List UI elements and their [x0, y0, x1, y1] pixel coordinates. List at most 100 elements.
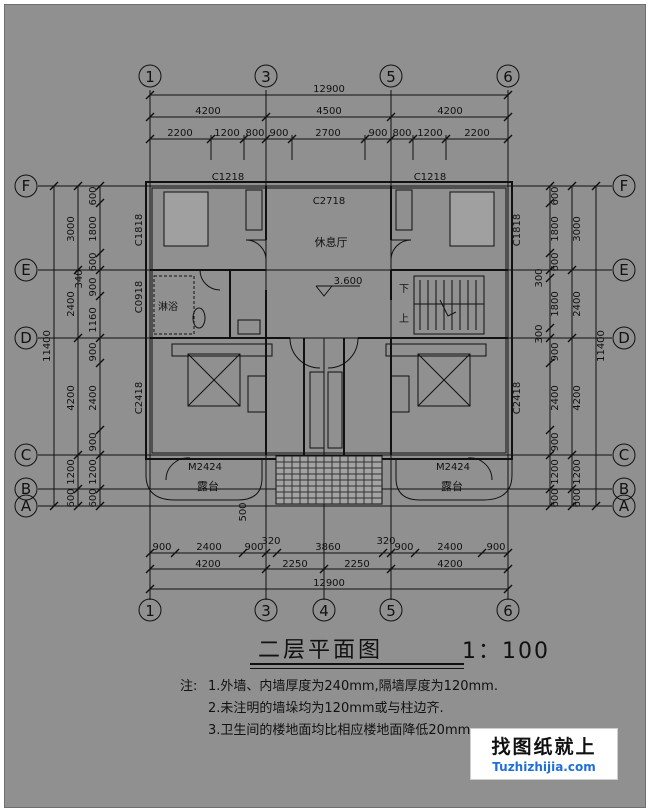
dim-bottom-part-1: 900: [152, 542, 171, 553]
dim-porch-depth: 500: [238, 502, 249, 521]
dim-bottom-part-2: 2400: [196, 542, 221, 553]
window-c1218-right: C1218: [414, 172, 446, 183]
axis-left-f: F: [22, 177, 31, 195]
notes-label: 注:: [180, 679, 198, 694]
dim-right-mid-5: 600: [572, 488, 583, 507]
axis-right-f: F: [620, 177, 629, 195]
door-m2424-right: M2424: [436, 462, 470, 473]
dim-top-bay-1: 4200: [195, 106, 220, 117]
dim-right-inner-2: 1800: [550, 216, 561, 241]
dim-bottom-bay-2: 2250: [282, 559, 307, 570]
dim-left-mid-5: 1200: [66, 459, 77, 484]
dim-bottom-part-6: 320: [376, 536, 395, 547]
dim-left-total: 11400: [42, 330, 53, 362]
window-c1818-left: C1818: [134, 214, 145, 246]
room-bath-label: 淋浴: [158, 300, 178, 313]
dim-left-inner-8: 900: [88, 432, 99, 451]
dim-right-mid-1: 3000: [572, 216, 583, 241]
dim-left-inner-1: 600: [88, 186, 99, 205]
dim-right-inner-5: 1800: [550, 291, 561, 316]
axis-bottom-4: 4: [319, 602, 329, 620]
dim-right-inner-4: 300: [534, 268, 545, 287]
dim-left-inner-6: 900: [88, 342, 99, 361]
dim-left-inner-5: 1160: [88, 307, 99, 332]
watermark-url-text: Tuzhizhijia.com: [492, 760, 596, 774]
axis-right-d: D: [618, 329, 630, 347]
dim-left-inner-4: 900: [88, 277, 99, 296]
dim-left-inner-2: 1800: [88, 216, 99, 241]
dim-top-part-4: 900: [269, 128, 288, 139]
axis-bottom-5: 5: [386, 602, 396, 620]
axis-bottom-6: 6: [503, 602, 513, 620]
drawing-scale: 1：100: [462, 639, 550, 664]
dim-bottom-part-9: 900: [486, 542, 505, 553]
axis-left-d: D: [20, 329, 32, 347]
dim-right-mid-4: 1200: [572, 459, 583, 484]
window-c1818-right: C1818: [512, 214, 523, 246]
dim-right-inner-11: 600: [550, 488, 561, 507]
dim-left-mid-3: 2400: [66, 291, 77, 316]
dim-left-inner-3: 600: [88, 252, 99, 271]
axis-right-b: B: [619, 480, 629, 498]
title-underline-thin: [250, 668, 464, 669]
dim-bottom-bay-1: 4200: [195, 559, 220, 570]
title-underline: [250, 663, 464, 665]
dim-right-inner-9: 900: [550, 432, 561, 451]
axis-top-1: 1: [145, 68, 155, 86]
dim-top-bay-3: 4200: [437, 106, 462, 117]
dim-bottom-bay-3: 2250: [344, 559, 369, 570]
dim-bottom-total: 12900: [313, 578, 345, 589]
dim-right-inner-1: 600: [550, 186, 561, 205]
axis-left-e: E: [21, 261, 30, 279]
window-c2418-right: C2418: [512, 382, 523, 414]
axis-left-c: C: [21, 446, 31, 464]
dim-right-total: 11400: [596, 330, 607, 362]
dim-top-bay-2: 4500: [316, 106, 341, 117]
dim-bottom-part-4: 320: [261, 536, 280, 547]
axis-bottom-1: 1: [145, 602, 155, 620]
dim-top-part-1: 2200: [167, 128, 192, 139]
room-lounge-label: 休息厅: [315, 235, 348, 249]
dim-top-part-2: 1200: [214, 128, 239, 139]
stair-down-label: 下: [399, 284, 409, 295]
stair-up-label: 上: [399, 313, 409, 325]
axis-bottom-3: 3: [261, 602, 271, 620]
elevation-label: 3.600: [334, 276, 363, 287]
door-m2424-left: M2424: [188, 462, 222, 473]
terrace-right-label: 露台: [441, 479, 463, 493]
dim-left-mid-4: 4200: [66, 385, 77, 410]
axis-right-c: C: [619, 446, 629, 464]
dim-left-inner-7: 2400: [88, 385, 99, 410]
dim-top-part-5: 2700: [315, 128, 340, 139]
window-c0918: C0918: [134, 281, 145, 313]
dim-bottom-part-8: 2400: [437, 542, 462, 553]
notes-block: 注:1.外墙、内墙厚度为240mm,隔墙厚度为120mm. 2.未注明的墙垛均为…: [180, 676, 498, 742]
dim-top-part-3: 800: [245, 128, 264, 139]
window-c2418-left: C2418: [134, 382, 145, 414]
dim-right-mid-2: 2400: [572, 291, 583, 316]
window-c2718: C2718: [313, 196, 345, 207]
dim-right-mid-3: 4200: [572, 385, 583, 410]
dim-top-part-7: 800: [392, 128, 411, 139]
watermark-logo: 找图纸就上 Tuzhizhijia.com: [470, 728, 618, 780]
drawing-title: 二层平面图: [258, 638, 384, 663]
dim-top-part-8: 1200: [417, 128, 442, 139]
dim-right-inner-6: 300: [534, 324, 545, 343]
window-c1218-left: C1218: [212, 172, 244, 183]
dim-bottom-part-3: 900: [244, 542, 263, 553]
dim-right-inner-7: 900: [550, 342, 561, 361]
axis-left-b: B: [21, 480, 31, 498]
note-item-1: 1.外墙、内墙厚度为240mm,隔墙厚度为120mm.: [208, 679, 498, 694]
dim-right-inner-8: 2400: [550, 385, 561, 410]
dim-bottom-bay-4: 4200: [437, 559, 462, 570]
drawing-sheet: [4, 4, 646, 808]
dim-bottom-part-7: 900: [394, 542, 413, 553]
dim-top-part-9: 2200: [464, 128, 489, 139]
terrace-left-label: 露台: [197, 479, 219, 493]
dim-left-mid-1: 3000: [66, 216, 77, 241]
note-item-3: 3.卫生间的楼地面均比相应楼地面降低20mm.: [208, 723, 475, 738]
watermark-main-text: 找图纸就上: [491, 736, 597, 758]
dim-bottom-part-5: 3860: [315, 542, 340, 553]
dim-left-inner-9: 1200: [88, 459, 99, 484]
